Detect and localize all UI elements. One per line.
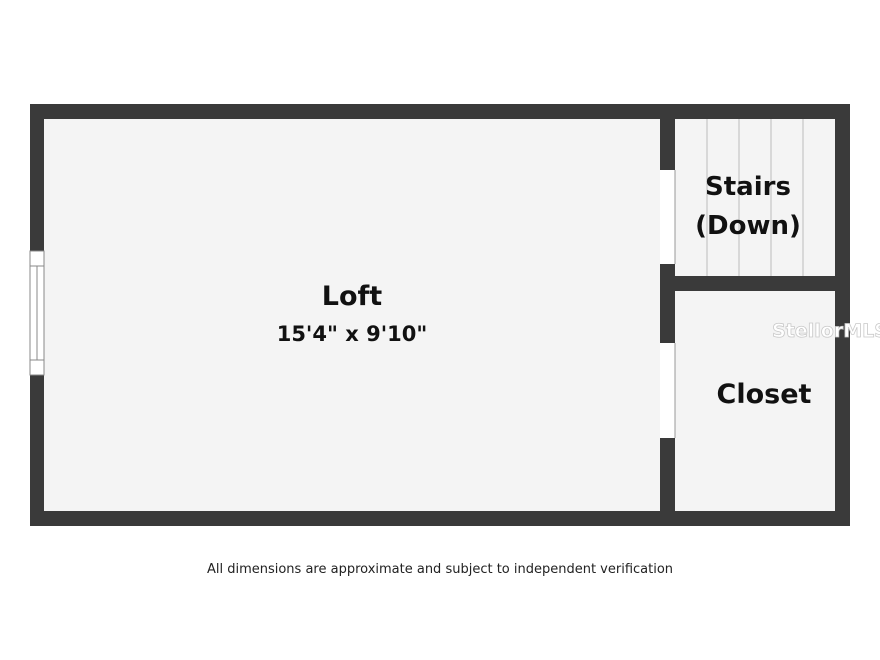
loft-label: Loft <box>322 281 383 312</box>
stairs-direction-label: (Down) <box>695 211 801 241</box>
loft-floor <box>44 119 660 511</box>
disclaimer-text: All dimensions are approximate and subje… <box>206 562 674 577</box>
loft-dimensions: 15'4" x 9'10" <box>277 322 428 346</box>
stair-treads <box>706 119 804 276</box>
stairs-floor <box>675 119 835 276</box>
watermark-logo: StellorMLS <box>772 320 880 342</box>
stairs-door-opening <box>660 170 675 264</box>
stairs-label: Stairs <box>705 172 791 202</box>
closet-floor <box>675 291 835 511</box>
closet-label: Closet <box>717 379 812 410</box>
window <box>29 250 45 376</box>
closet-door-opening <box>660 343 675 438</box>
